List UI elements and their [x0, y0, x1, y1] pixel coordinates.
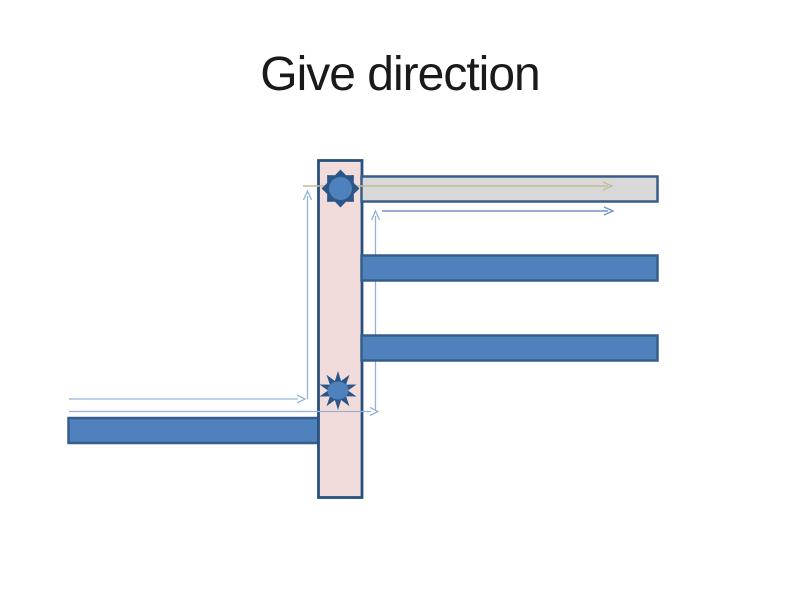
bottom-right-arrow-long — [69, 406, 380, 417]
eight-point-star-icon — [321, 169, 360, 208]
blue-right-arrow — [382, 206, 615, 216]
slide-title: Give direction — [260, 48, 540, 101]
vertical-pink-bar — [317, 159, 364, 499]
up-arrow-left — [302, 189, 313, 399]
lower-blue-bar — [360, 334, 659, 362]
bottom-left-blue-bar — [67, 416, 320, 445]
top-gray-bar — [360, 175, 659, 203]
middle-blue-bar — [360, 254, 659, 282]
bottom-right-arrow-short — [69, 394, 307, 404]
burst-star-icon — [319, 371, 357, 410]
up-arrow-right — [370, 209, 381, 410]
